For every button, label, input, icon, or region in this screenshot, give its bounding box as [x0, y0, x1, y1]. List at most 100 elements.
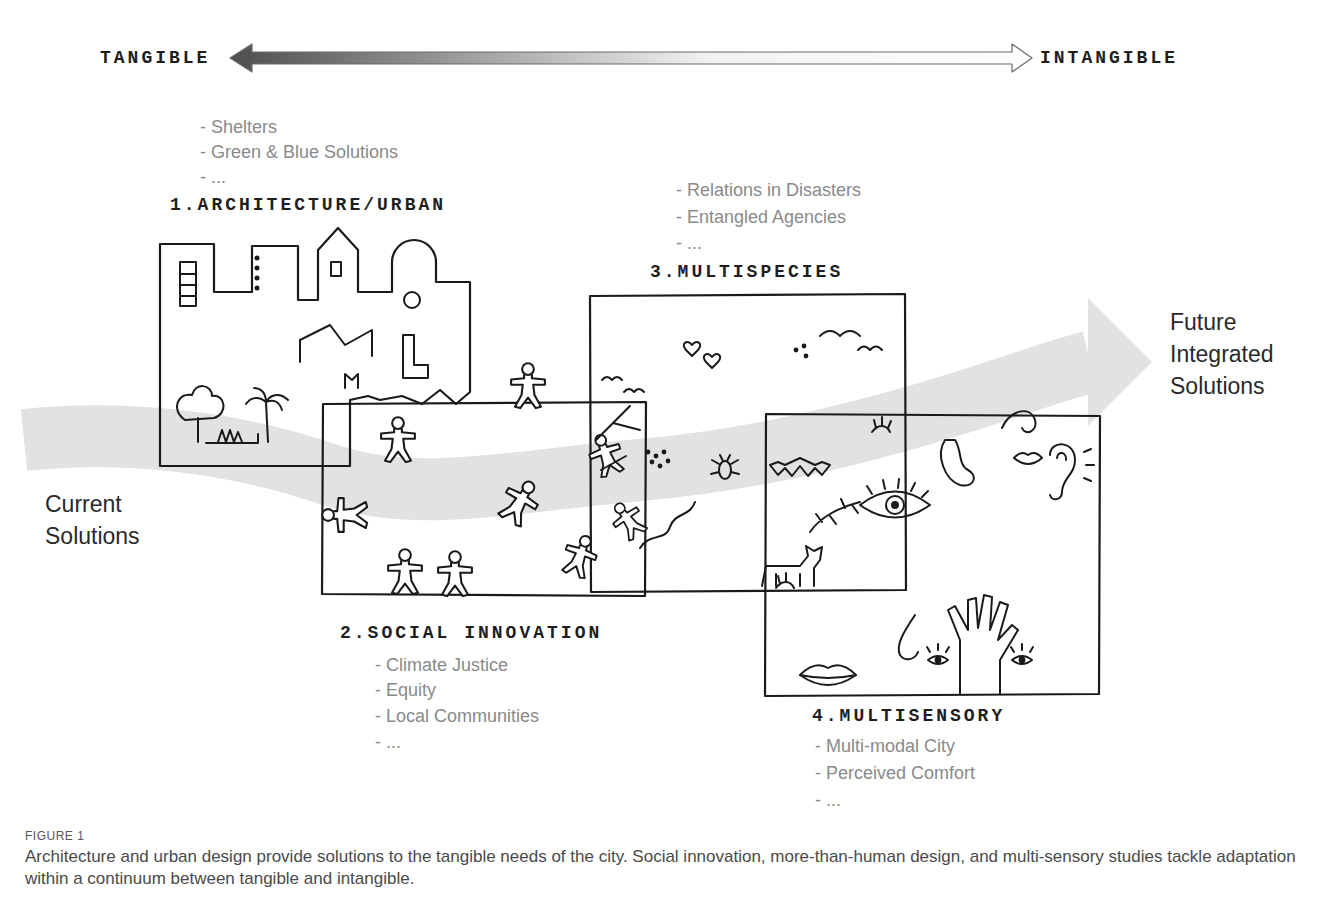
bullet-item: - Green & Blue Solutions [200, 141, 398, 163]
senses-sketch [867, 479, 928, 497]
senses-sketch [886, 496, 904, 514]
bullet-item: - Perceived Comfort [815, 762, 975, 784]
box-heading: 4.MULTISENSORY [812, 705, 1005, 727]
sketch-box: 4.MULTISENSORY - Multi-modal City - Percei… [765, 414, 1100, 817]
animal-sketch [684, 342, 700, 356]
animal-sketch [805, 355, 808, 358]
people-sketch [494, 474, 546, 530]
senses-sketch [800, 675, 856, 678]
city-sketch [404, 292, 420, 308]
animal-sketch [659, 465, 662, 468]
box-heading: 1.ARCHITECTURE/URBAN [170, 194, 446, 216]
senses-sketch [892, 502, 898, 508]
bullet-item: - Climate Justice [375, 654, 508, 676]
flow-label: Current Solutions [45, 488, 170, 552]
people-sketch [322, 498, 367, 532]
axis-label: TANGIBLE [100, 47, 210, 69]
senses-sketch [1020, 658, 1025, 663]
bullet-item: - Entangled Agencies [676, 206, 846, 228]
senses-sketch [1050, 444, 1075, 499]
animal-sketch [762, 546, 822, 586]
city-sketch [256, 277, 259, 280]
city-sketch [256, 267, 259, 270]
city-sketch [177, 257, 428, 444]
senses-sketch [899, 615, 918, 659]
figure-number: FIGURE 1 [25, 828, 84, 844]
animal-sketch [640, 502, 695, 548]
animal-sketch [795, 349, 798, 352]
tangible-intangible-arrow [230, 44, 1032, 72]
box-outline [322, 402, 646, 596]
box-outline [765, 414, 1100, 696]
box-outline [590, 294, 906, 592]
senses-sketch [948, 595, 1018, 694]
bullet-item: - Equity [375, 679, 436, 701]
senses-sketch [776, 573, 794, 588]
senses-sketch [776, 411, 1094, 694]
animal-sketch [655, 455, 658, 458]
bullet-item: - ... [375, 731, 401, 753]
animal-sketch [704, 354, 720, 368]
bullet-item: - ... [676, 232, 702, 254]
animal-sketch [663, 451, 666, 454]
animal-sketch [719, 461, 731, 479]
animal-sketch [820, 331, 860, 336]
solution-flow-band [1088, 298, 1152, 426]
senses-sketch [1002, 411, 1035, 432]
city-sketch [197, 418, 199, 442]
bullet-item: - Local Communities [375, 705, 539, 727]
animal-sketch [647, 451, 650, 454]
animal-sketch [810, 499, 860, 532]
people-sketch [322, 363, 650, 596]
solution-flow-band [24, 298, 1152, 489]
city-sketch [218, 430, 242, 442]
axis-label: INTANGIBLE [1040, 47, 1178, 69]
box-heading: 3.MULTISPECIES [650, 261, 843, 283]
flow-label: Future Integrated Solutions [1170, 306, 1310, 402]
people-sketch [388, 549, 422, 594]
people-sketch [584, 430, 627, 480]
city-sketch [331, 262, 341, 276]
sketch-box: 1.ARCHITECTURE/URBAN - Shelters - Green & … [160, 110, 480, 470]
animal-sketch [667, 460, 670, 463]
animal-sketch [602, 377, 622, 380]
city-sketch [246, 388, 288, 442]
animal-sketch [858, 347, 882, 351]
box-outline [160, 228, 470, 466]
senses-sketch [872, 417, 891, 432]
bullet-item: - ... [815, 789, 841, 811]
animal-sketch [651, 461, 654, 464]
people-sketch [381, 417, 415, 462]
figure-caption: Architecture and urban design provide so… [25, 846, 1310, 890]
senses-sketch [928, 656, 948, 664]
senses-sketch [800, 665, 856, 685]
senses-sketch [1012, 656, 1032, 664]
senses-sketch [936, 658, 941, 663]
senses-sketch [1014, 453, 1042, 464]
animal-sketch [770, 458, 830, 476]
bullet-item: - Multi-modal City [815, 735, 955, 757]
city-sketch [177, 386, 224, 420]
city-sketch [403, 335, 428, 378]
city-sketch [256, 287, 259, 290]
people-sketch [438, 551, 472, 596]
senses-sketch [1057, 453, 1066, 460]
box-outline [160, 228, 1100, 696]
box-heading: 2.SOCIAL INNOVATION [340, 622, 602, 644]
animal-sketch [803, 345, 806, 348]
people-sketch [511, 363, 545, 408]
animal-sketch [711, 455, 739, 474]
city-sketch [300, 325, 372, 362]
solution-flow-band [24, 362, 1090, 489]
city-sketch [180, 274, 196, 296]
bullet-item: - Shelters [200, 116, 277, 138]
senses-sketch [941, 440, 974, 485]
bullet-item: - ... [200, 166, 226, 188]
senses-sketch [927, 644, 1033, 652]
animal-sketch [624, 389, 644, 392]
animal-sketch [596, 331, 882, 586]
